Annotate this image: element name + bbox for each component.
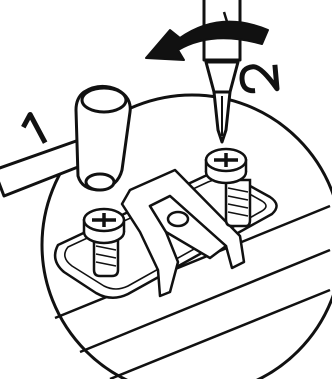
step-2-label (241, 65, 277, 92)
step-1-label (20, 114, 46, 148)
